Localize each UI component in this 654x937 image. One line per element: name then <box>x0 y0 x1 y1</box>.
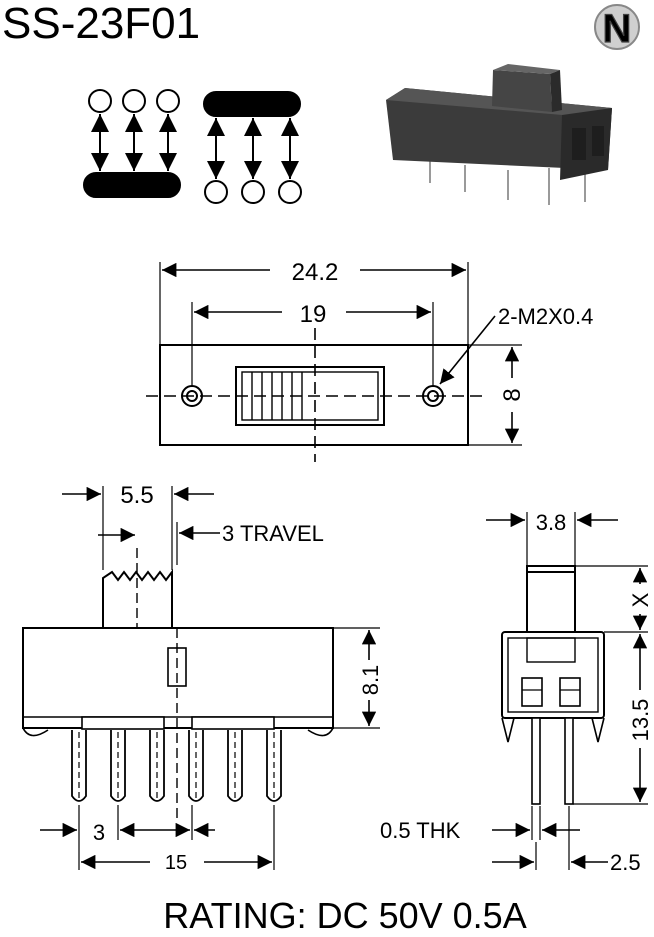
n-circle-logo-icon: N <box>594 4 640 52</box>
rating-text: RATING: DC 50V 0.5A <box>163 895 526 936</box>
part-number-title: SS-23F01 <box>2 0 200 48</box>
side-view-drawing: 3.8 X 13.5 0.5 THK 2.5 <box>380 510 653 875</box>
dim-overall-width: 24.2 <box>292 259 339 286</box>
dim-travel: 3 TRAVEL <box>222 521 324 546</box>
dim-pin-pitch: 3 <box>93 820 105 845</box>
product-photo <box>386 64 612 205</box>
dim-pin-offset: 2.5 <box>610 850 641 875</box>
front-view-drawing: 5.5 3 TRAVEL 8.1 3 15 <box>22 482 383 874</box>
dim-height: 8 <box>499 388 526 401</box>
dim-body-height: 8.1 <box>358 665 383 696</box>
top-view-drawing: 24.2 19 2-M2X0.4 8 <box>146 259 593 462</box>
logo-letter: N <box>603 7 632 51</box>
dim-hole-spacing: 19 <box>300 301 327 328</box>
dim-pin-span: 15 <box>165 852 187 874</box>
dim-side-actuator-width: 3.8 <box>536 510 567 535</box>
dim-pin-thickness: 0.5 THK <box>380 818 461 843</box>
callout-mount-holes: 2-M2X0.4 <box>498 304 593 329</box>
switch-schematic-position-1 <box>83 89 181 198</box>
switch-schematic-position-2 <box>203 91 302 204</box>
dim-total-height: 13.5 <box>628 699 653 742</box>
dim-actuator-width: 5.5 <box>120 482 153 509</box>
dim-actuator-height: X <box>628 592 653 607</box>
